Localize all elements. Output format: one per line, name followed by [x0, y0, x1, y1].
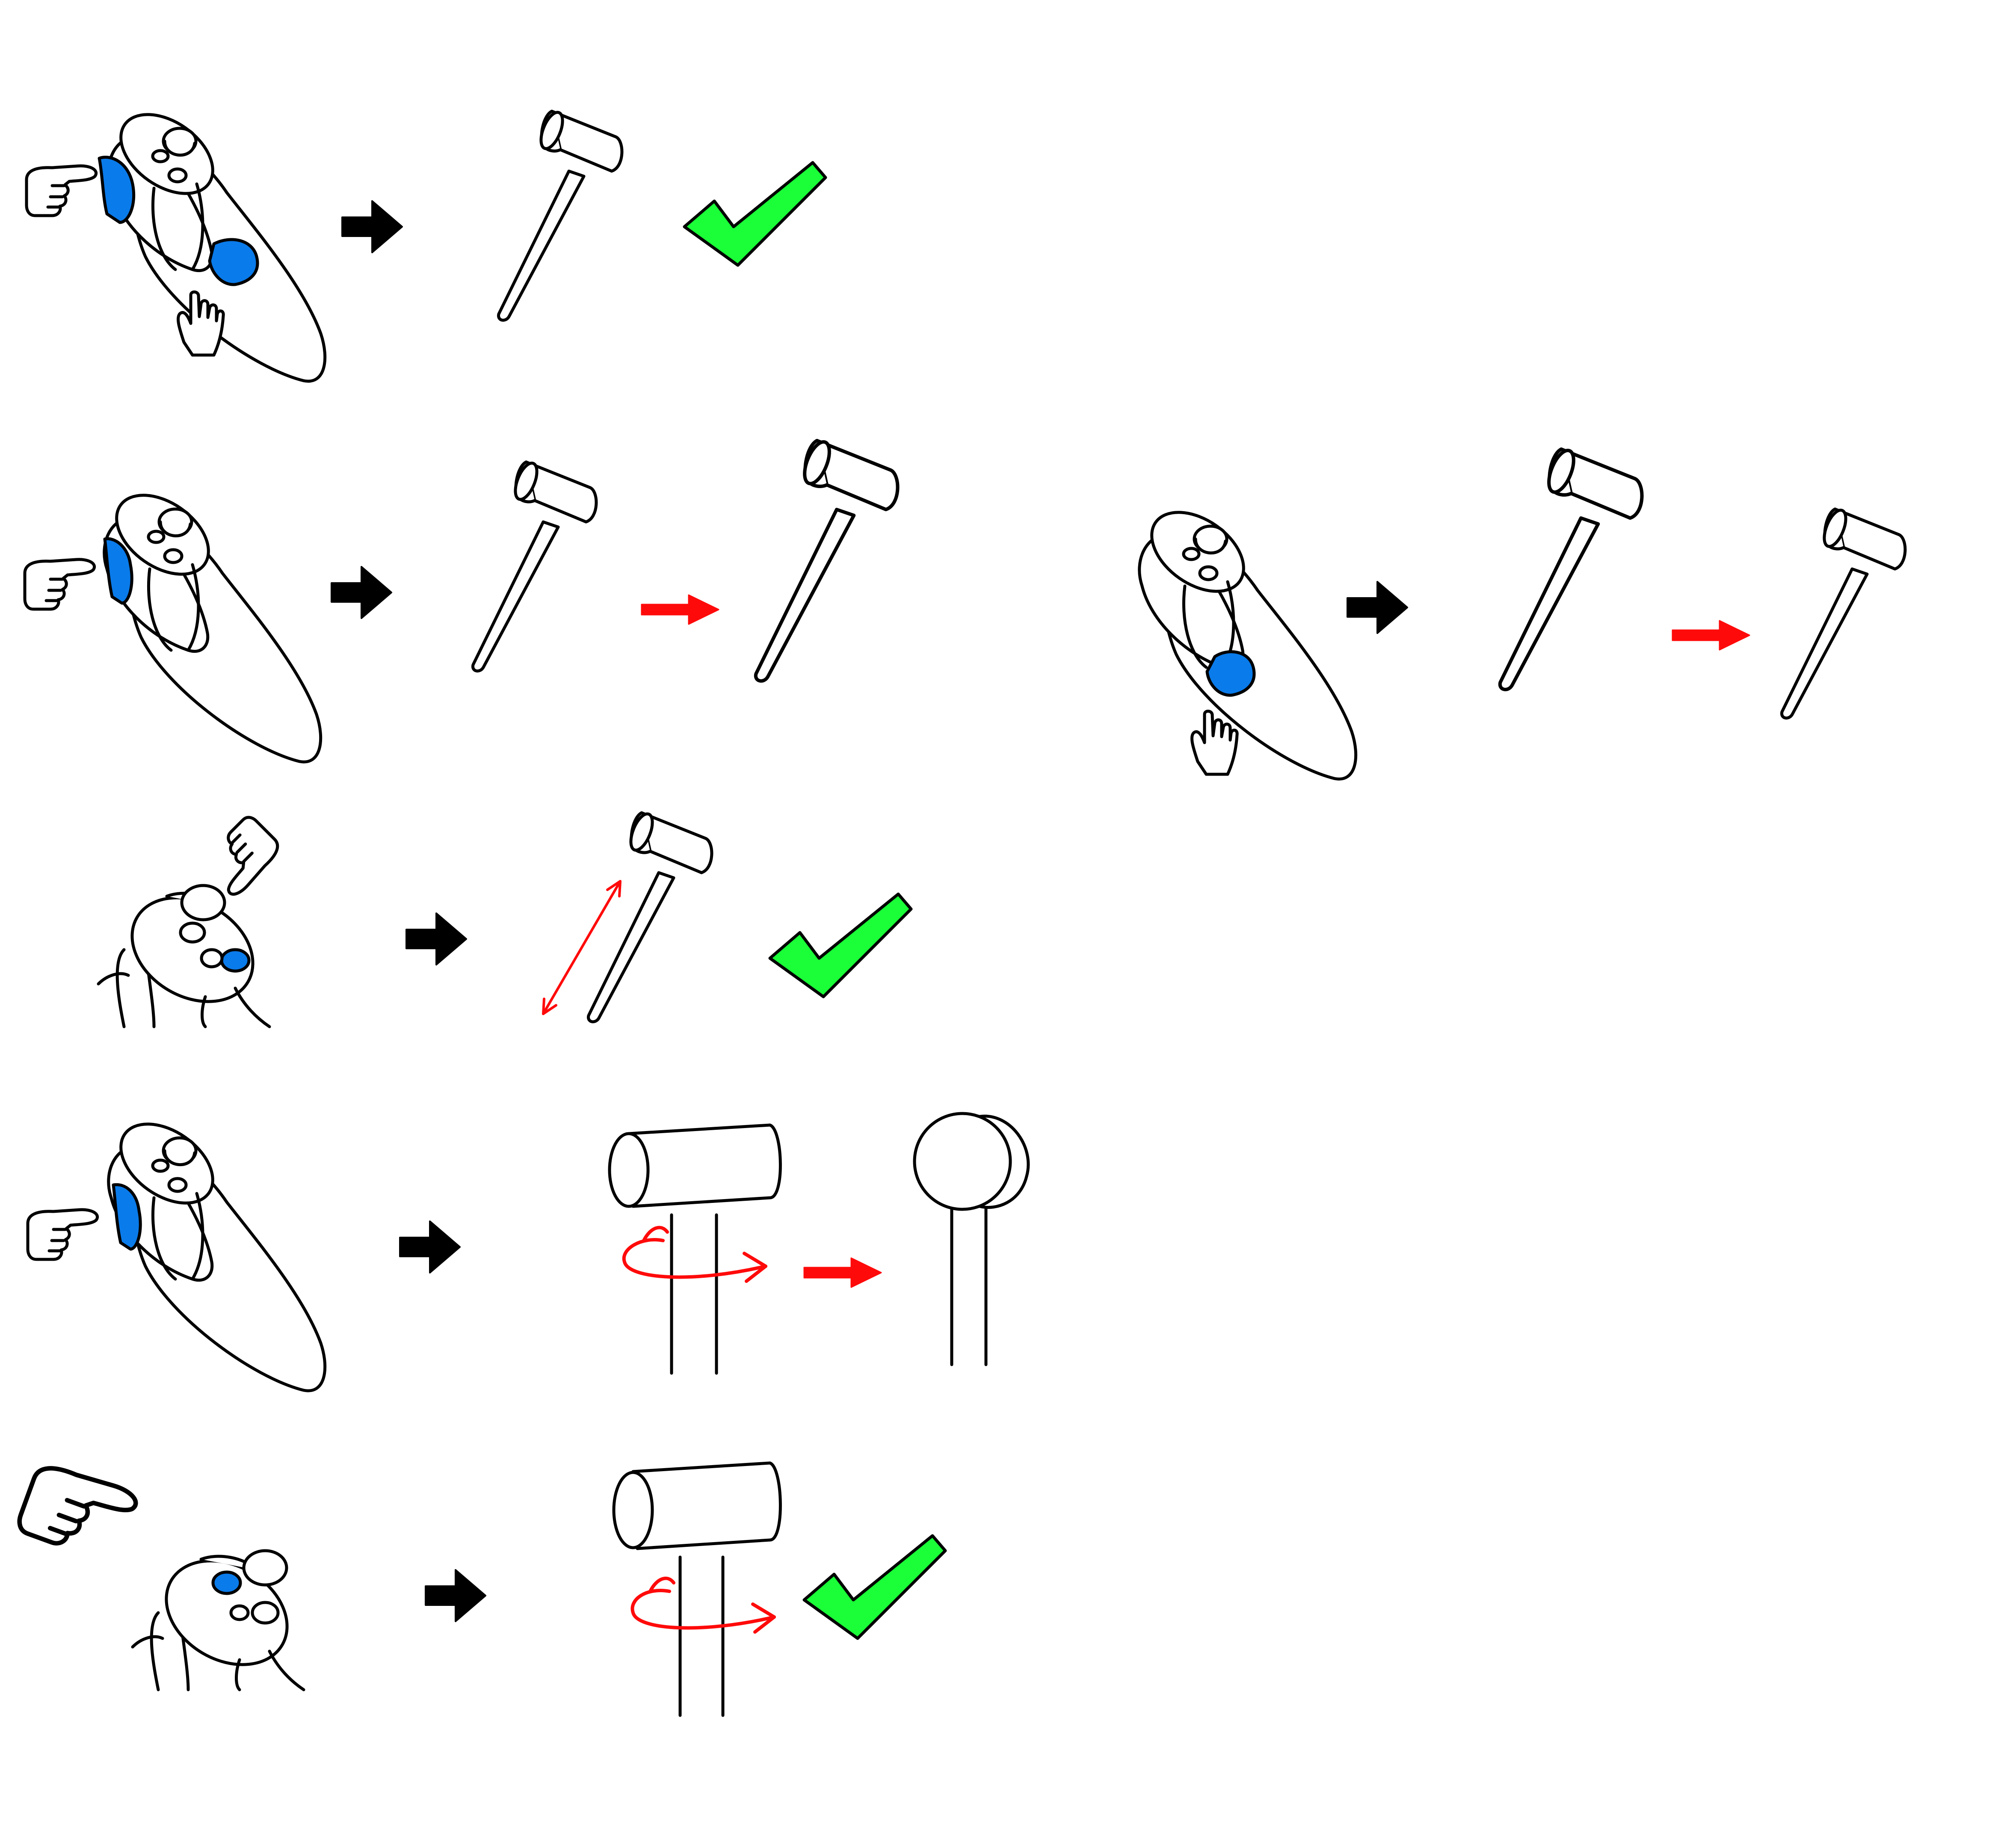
hammer-large-icon [756, 438, 898, 681]
index-hand-icon [25, 560, 95, 609]
red-arrow-icon [642, 595, 719, 624]
index-hand-icon [15, 1459, 139, 1565]
hammer-large-icon [1500, 447, 1642, 690]
controller-icon [107, 1108, 325, 1391]
red-arrow-icon [1672, 621, 1749, 650]
index-hand-icon [28, 1210, 98, 1259]
index-hand-icon [27, 166, 96, 216]
red-arrow-icon [804, 1258, 881, 1287]
thumbstick-icon [180, 884, 226, 921]
trigger-button-highlight [1205, 650, 1256, 697]
face-button-small [200, 948, 224, 968]
black-arrow-icon [332, 567, 391, 618]
hammer-front-icon [612, 1461, 782, 1717]
hammer-small-icon [473, 460, 596, 671]
extend-retract-arrow-icon [542, 880, 622, 1015]
checkmark-icon [684, 163, 826, 265]
hammer-small-icon [1782, 507, 1905, 718]
row-5 [15, 1459, 945, 1717]
thumbstick-icon [242, 1549, 288, 1587]
black-arrow-icon [400, 1221, 460, 1273]
checkmark-icon [770, 894, 911, 997]
row-2b [1137, 447, 1905, 779]
row-4 [28, 1108, 1030, 1391]
black-arrow-icon [406, 913, 466, 965]
face-button-upper-highlight [211, 1570, 242, 1595]
thumb-hand-icon [1192, 711, 1237, 775]
black-arrow-icon [426, 1570, 485, 1621]
grip-button-highlight [103, 537, 133, 605]
row-3 [98, 811, 911, 1027]
row-2a [25, 438, 898, 762]
black-arrow-icon [342, 201, 402, 252]
grip-button-highlight [112, 1183, 142, 1251]
row-1 [27, 98, 826, 381]
controller-icon [1137, 496, 1356, 779]
trigger-button-highlight [208, 238, 259, 286]
index-hand-icon [200, 814, 284, 898]
rotate-arrow-icon [622, 1226, 767, 1283]
hammer-icon [498, 110, 622, 320]
hammer-end-icon [913, 1112, 1030, 1366]
face-button-small [229, 1604, 250, 1621]
hammer-front-icon [608, 1123, 782, 1375]
grip-button-highlight [98, 156, 136, 224]
controller-icon [102, 479, 321, 762]
black-arrow-icon [1347, 582, 1407, 633]
face-button-lower [251, 1601, 280, 1625]
rotate-arrow-icon [630, 1576, 776, 1634]
checkmark-icon [804, 1536, 945, 1638]
face-button-upper [179, 921, 206, 944]
hammer-icon [588, 811, 711, 1022]
face-button-lower-highlight [220, 948, 251, 973]
